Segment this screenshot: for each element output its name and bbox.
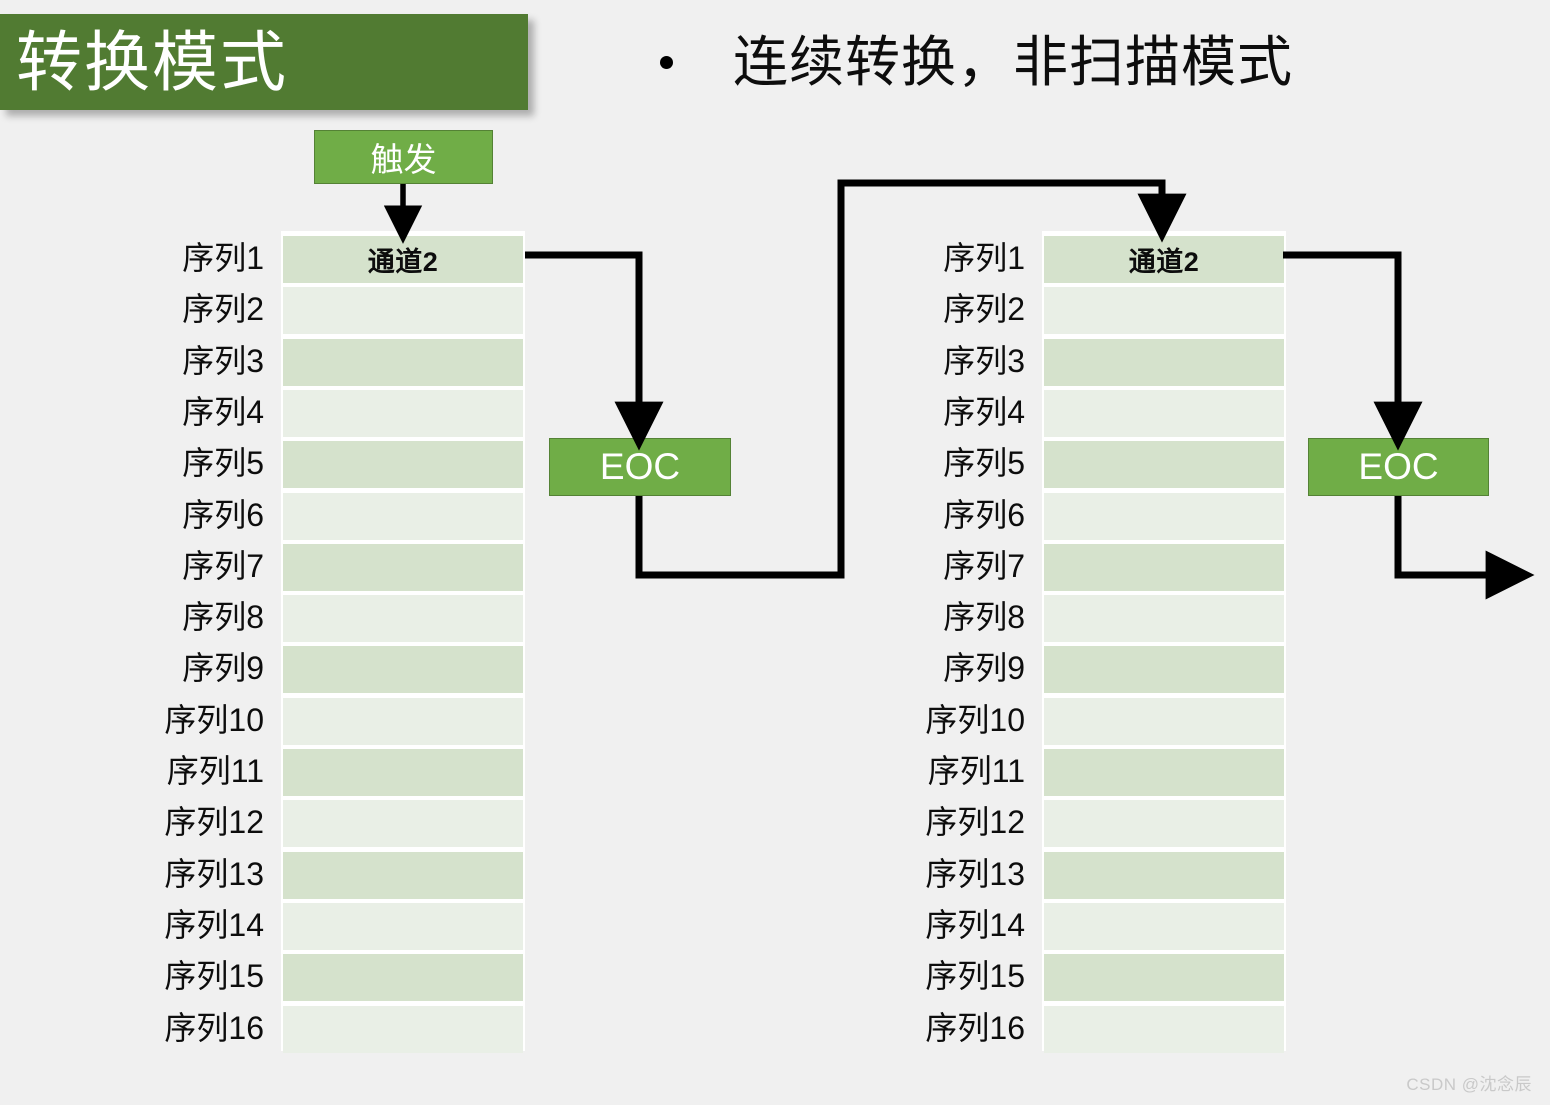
sequence-label-right-13: 序列13 xyxy=(925,855,1025,892)
table-row xyxy=(283,441,523,489)
sequence-label-left-4: 序列4 xyxy=(182,393,264,430)
conversion-table-right: 通道2 xyxy=(1042,231,1286,1053)
table-header-label: 通道2 xyxy=(1128,247,1200,277)
sequence-label-left-5: 序列5 xyxy=(182,445,264,482)
trigger-box: 触发 xyxy=(314,130,493,184)
table-row xyxy=(283,902,523,950)
sequence-label-right-14: 序列14 xyxy=(925,906,1025,943)
conversion-table-left: 通道2 xyxy=(281,231,525,1053)
sequence-label-right-8: 序列8 xyxy=(943,599,1025,636)
arrow-right-table-to-eoc xyxy=(1283,251,1423,451)
table-row xyxy=(1044,441,1284,489)
eoc-box-right-label: EOC xyxy=(1358,446,1439,487)
sequence-label-left-8: 序列8 xyxy=(182,599,264,636)
sequence-label-left-3: 序列3 xyxy=(182,342,264,379)
table-header-label: 通道2 xyxy=(367,247,439,277)
table-row xyxy=(283,389,523,437)
sequence-label-right-16: 序列16 xyxy=(925,1009,1025,1046)
sequence-label-left-11: 序列11 xyxy=(166,753,264,789)
sequence-label-right-3: 序列3 xyxy=(943,342,1025,379)
slide-title-banner: 转换模式 xyxy=(0,14,528,110)
page-title: 转换模式 xyxy=(16,25,288,99)
table-row xyxy=(1044,954,1284,1002)
table-row xyxy=(1044,338,1284,386)
table-row xyxy=(1044,697,1284,745)
eoc-box-left: EOC xyxy=(549,438,731,496)
sequence-label-left-1: 序列1 xyxy=(182,240,264,276)
table-row xyxy=(1044,287,1284,335)
sequence-label-left-13: 序列13 xyxy=(164,855,264,892)
table-row xyxy=(283,697,523,745)
watermark: CSDN @沈念辰 xyxy=(1406,1075,1532,1094)
table-row xyxy=(283,595,523,643)
table-row xyxy=(1044,902,1284,950)
bullet-dot-icon xyxy=(660,56,673,69)
bullet-line: 连续转换，非扫描模式 xyxy=(660,35,1293,90)
sequence-label-right-7: 序列7 xyxy=(943,547,1025,584)
table-row xyxy=(283,800,523,848)
table-row xyxy=(283,492,523,540)
table-row xyxy=(283,954,523,1002)
eoc-box-left-label: EOC xyxy=(599,446,681,487)
table-row xyxy=(283,1005,523,1053)
sequence-label-right-5: 序列5 xyxy=(943,445,1025,482)
sequence-label-right-11: 序列11 xyxy=(927,753,1025,789)
table-row xyxy=(1044,646,1284,694)
sequence-label-right-15: 序列15 xyxy=(925,958,1025,995)
table-row xyxy=(1044,1005,1284,1053)
table-row xyxy=(283,338,523,386)
table-row: 通道2 xyxy=(1044,236,1284,283)
table-row xyxy=(1044,389,1284,437)
table-row xyxy=(283,543,523,591)
sequence-label-right-12: 序列12 xyxy=(925,804,1025,841)
table-row xyxy=(1044,543,1284,591)
table-row xyxy=(1044,492,1284,540)
table-row xyxy=(1044,595,1284,643)
sequence-label-left-16: 序列16 xyxy=(164,1009,264,1046)
trigger-box-label: 触发 xyxy=(370,141,437,178)
sequence-label-right-10: 序列10 xyxy=(925,701,1025,738)
sequence-label-right-1: 序列1 xyxy=(943,240,1025,276)
sequence-label-right-2: 序列2 xyxy=(943,291,1025,328)
table-row xyxy=(283,287,523,335)
sequence-label-right-9: 序列9 xyxy=(943,650,1025,687)
sequence-label-right-6: 序列6 xyxy=(943,496,1025,533)
sequence-label-left-12: 序列12 xyxy=(164,804,264,841)
table-row xyxy=(283,646,523,694)
eoc-box-right: EOC xyxy=(1308,438,1489,496)
table-row xyxy=(1044,800,1284,848)
sequence-label-left-6: 序列6 xyxy=(182,496,264,533)
sequence-label-left-9: 序列9 xyxy=(182,650,264,687)
table-row: 通道2 xyxy=(283,236,523,283)
sequence-label-left-15: 序列15 xyxy=(164,958,264,995)
table-row xyxy=(283,851,523,899)
sequence-label-left-10: 序列10 xyxy=(164,701,264,738)
arrow-left-table-to-eoc xyxy=(525,251,664,451)
sequence-label-left-7: 序列7 xyxy=(182,547,264,584)
sequence-label-left-14: 序列14 xyxy=(164,906,264,943)
table-row xyxy=(1044,851,1284,899)
sequence-label-left-2: 序列2 xyxy=(182,291,264,328)
arrow-eoc-right-exit xyxy=(1394,496,1535,600)
bullet-text: 连续转换，非扫描模式 xyxy=(733,31,1294,93)
table-row xyxy=(1044,749,1284,796)
sequence-label-right-4: 序列4 xyxy=(943,393,1025,430)
table-row xyxy=(283,749,523,796)
